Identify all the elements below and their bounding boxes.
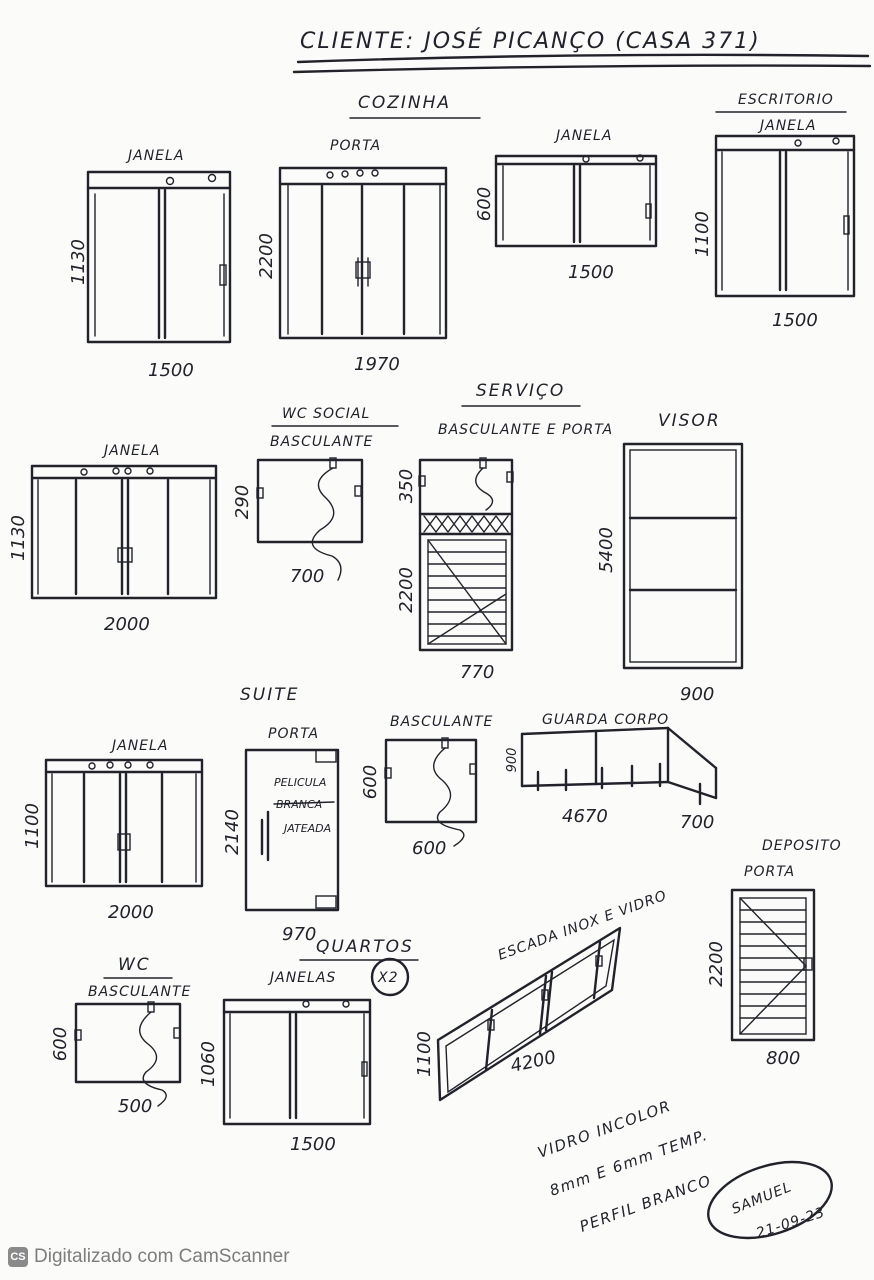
escritorio-janela: ESCRITORIO JANELA 1100 1500 <box>692 92 856 331</box>
sketch-drawing: CLIENTE: JOSÉ PICANÇO (CASA 371) COZINHA… <box>8 28 872 1240</box>
wc-social-basculante-label: BASCULANTE <box>270 434 373 450</box>
wc-social-basculante: WC SOCIAL BASCULANTE 290 700 <box>232 406 399 587</box>
servico-label: BASCULANTE E PORTA <box>438 422 613 438</box>
section-suite: SUITE <box>240 685 299 705</box>
cozinha-janela-width: 1500 <box>148 360 194 381</box>
wc-basculante-height: 600 <box>50 1027 71 1061</box>
guarda-corpo-height: 900 <box>505 748 520 773</box>
cozinha-porta-width: 1970 <box>354 354 400 375</box>
quartos-janelas-width: 1500 <box>290 1134 336 1155</box>
signature: SAMUEL 21-09-23 <box>707 1160 833 1240</box>
scanner-watermark-text: Digitalizado com CamScanner <box>34 1246 290 1267</box>
escritorio-janela-label: JANELA <box>757 118 816 134</box>
section-cozinha: COZINHA <box>358 93 451 113</box>
deposito-porta-width: 800 <box>766 1048 800 1069</box>
suite-porta: PORTA PELICULA BRANCA JATEADA 2140 970 <box>222 726 340 945</box>
section-servico: SERVIÇO <box>476 381 565 401</box>
suite-basculante-label: BASCULANTE <box>390 714 493 730</box>
visor-height: 5400 <box>596 527 617 573</box>
quartos-janelas: QUARTOS JANELAS X2 1060 1500 <box>198 937 419 1155</box>
visor-label: VISOR <box>658 411 721 431</box>
deposito-porta-height: 2200 <box>706 941 727 987</box>
escada-height: 1100 <box>414 1031 435 1077</box>
suite-porta-film-2: BRANCA <box>276 798 322 811</box>
cozinha-janela-height: 1130 <box>68 239 89 285</box>
title-underline <box>296 53 870 64</box>
servico-height-bottom: 2200 <box>396 567 417 613</box>
wc-social-basculante-height: 290 <box>232 485 253 519</box>
title-underline-2 <box>292 64 872 74</box>
escritorio-janela-height: 1100 <box>692 211 713 257</box>
wc-basculante: WC BASCULANTE 600 500 <box>50 955 191 1117</box>
wc-basculante-width: 500 <box>118 1096 152 1117</box>
camscanner-icon: CS <box>8 1247 28 1267</box>
guarda-corpo-label: GUARDA CORPO <box>542 712 669 728</box>
suite-porta-film-3: JATEADA <box>282 822 331 835</box>
escada: ESCADA INOX E VIDRO 1100 4200 <box>414 888 669 1102</box>
guarda-corpo-return: 700 <box>680 812 714 833</box>
notes: VIDRO INCOLOR 8mm E 6mm TEMP. PERFIL BRA… <box>535 1097 714 1236</box>
quartos-janelas-qty: X2 <box>377 970 399 986</box>
cozinha-janela2-width: 1500 <box>568 262 614 283</box>
janela-2000-height: 1130 <box>8 515 29 561</box>
wc-basculante-label: BASCULANTE <box>88 984 191 1000</box>
suite-porta-height: 2140 <box>222 809 243 855</box>
guarda-corpo-width: 4670 <box>562 806 608 827</box>
deposito-porta: DEPOSITO PORTA 2200 800 <box>706 838 842 1069</box>
qty-circle <box>370 957 410 997</box>
cozinha-janela-2: JANELA 600 1500 <box>474 128 658 283</box>
servico-basculante-porta: SERVIÇO BASCULANTE E PORTA 350 2200 770 <box>396 381 613 683</box>
suite-basculante: BASCULANTE 600 600 <box>360 714 493 859</box>
section-quartos: QUARTOS <box>316 937 414 957</box>
signature-date: 21-09-23 <box>754 1204 827 1240</box>
section-wc-social: WC SOCIAL <box>282 406 370 422</box>
guarda-corpo: GUARDA CORPO 900 4670 700 <box>505 712 718 833</box>
suite-janela: JANELA 1100 2000 <box>22 738 204 923</box>
cozinha-porta-label: PORTA <box>330 138 381 154</box>
escritorio-janela-width: 1500 <box>772 310 818 331</box>
servico-width: 770 <box>460 662 494 683</box>
cozinha-porta-height: 2200 <box>256 233 277 279</box>
quartos-janelas-height: 1060 <box>198 1041 219 1087</box>
client-title: CLIENTE: JOSÉ PICANÇO (CASA 371) <box>300 28 761 54</box>
suite-janela-width: 2000 <box>108 902 154 923</box>
signature-name: SAMUEL <box>730 1179 795 1218</box>
cozinha-janela2-height: 600 <box>474 187 495 221</box>
cozinha-janela: JANELA 1130 1500 <box>68 148 232 381</box>
section-escritorio: ESCRITORIO <box>738 92 834 108</box>
section-deposito: DEPOSITO <box>762 838 842 854</box>
visor-width: 900 <box>680 684 714 705</box>
cozinha-janela2-label: JANELA <box>553 128 612 144</box>
cozinha-porta: PORTA 2200 1970 <box>256 138 448 375</box>
deposito-porta-label: PORTA <box>744 864 795 880</box>
janela-2000: JANELA 1130 2000 <box>8 443 218 635</box>
suite-janela-height: 1100 <box>22 803 43 849</box>
janela-2000-label: JANELA <box>101 443 160 459</box>
quartos-janelas-label: JANELAS <box>267 970 336 986</box>
wc-social-basculante-width: 700 <box>290 566 324 587</box>
suite-porta-width: 970 <box>282 924 316 945</box>
suite-porta-film-1: PELICULA <box>274 776 326 789</box>
suite-porta-label: PORTA <box>268 726 319 742</box>
section-wc: WC <box>118 955 151 975</box>
visor: VISOR 5400 900 <box>596 411 744 705</box>
suite-basculante-height: 600 <box>360 765 381 799</box>
cozinha-janela-label: JANELA <box>125 148 184 164</box>
servico-height-top: 350 <box>396 469 417 503</box>
suite-janela-label: JANELA <box>109 738 168 754</box>
scanner-watermark: CS Digitalizado com CamScanner <box>8 1246 290 1268</box>
suite-basculante-width: 600 <box>412 838 446 859</box>
janela-2000-width: 2000 <box>104 614 150 635</box>
